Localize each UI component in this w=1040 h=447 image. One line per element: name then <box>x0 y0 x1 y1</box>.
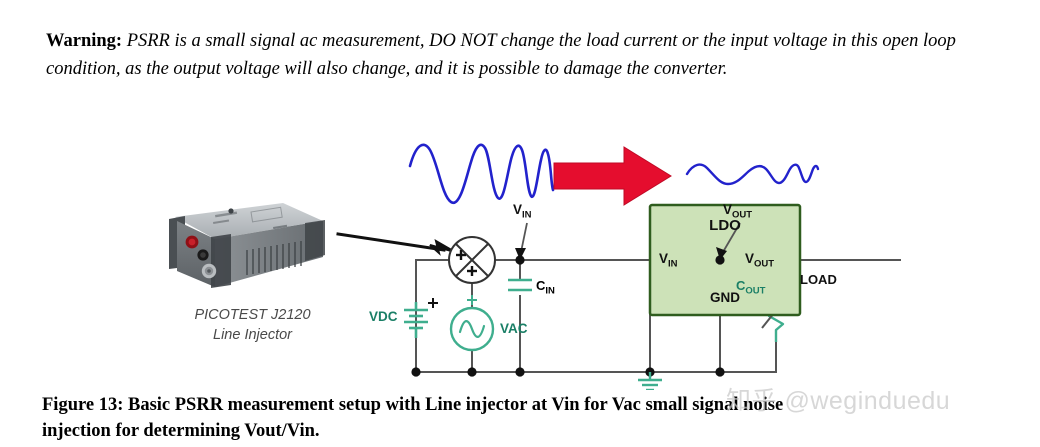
warning-label: Warning: <box>46 30 123 51</box>
ground-symbol <box>638 372 662 390</box>
figure-caption: Figure 13: Basic PSRR measurement setup … <box>42 392 1012 445</box>
vac-source-symbol <box>449 306 495 352</box>
ldo-block <box>648 203 802 317</box>
warning-paragraph: Warning: PSRR is a small signal ac measu… <box>46 27 1006 83</box>
red-right-arrow-icon <box>553 146 672 206</box>
vdc-plus-sign <box>428 298 438 308</box>
warning-text: PSRR is a small signal ac measurement, D… <box>46 30 956 79</box>
schematic-label-layer: VIN VOUT LDO VIN VOUT GND CIN <box>0 110 1040 390</box>
psrr-circuit-schematic <box>336 203 901 390</box>
node-label-vout: VOUT <box>723 202 753 221</box>
figure-13-graphic: PICOTEST J2120 Line Injector <box>0 110 1040 390</box>
cin-capacitor-symbol <box>508 278 532 292</box>
instrument-subtitle: Line Injector <box>213 326 292 343</box>
vac-label: VAC <box>500 321 528 336</box>
ldo-pin-vin: VIN <box>659 251 678 270</box>
vin-node-pointer <box>520 222 528 253</box>
instrument-caption: PICOTEST J2120 Line Injector <box>145 306 360 345</box>
instrument-name: PICOTEST J2120 <box>194 307 311 323</box>
node-label-vin: VIN <box>513 202 532 221</box>
vdc-battery-symbol <box>404 302 428 338</box>
vdc-label: VDC <box>369 309 398 324</box>
summing-junction-symbol <box>448 236 496 284</box>
vac-plus-sign <box>467 295 477 305</box>
ldo-title: LDO <box>709 217 741 234</box>
circuit-junction-dots <box>411 255 725 377</box>
output-chirp-waveform-icon <box>685 163 820 186</box>
ldo-pin-vout: VOUT <box>745 251 775 270</box>
cin-label: CIN <box>536 278 555 297</box>
ldo-pin-gnd: GND <box>710 290 740 305</box>
vout-node-pointer <box>722 222 741 253</box>
picotest-j2120-device <box>169 203 325 288</box>
caption-line-1: Figure 13: Basic PSRR measurement setup … <box>42 395 784 415</box>
cout-label: COUT <box>736 278 766 297</box>
caption-line-2: injection for determining Vout/Vin. <box>42 421 320 442</box>
input-chirp-waveform-icon <box>408 143 555 204</box>
load-label: LOAD <box>800 272 837 287</box>
